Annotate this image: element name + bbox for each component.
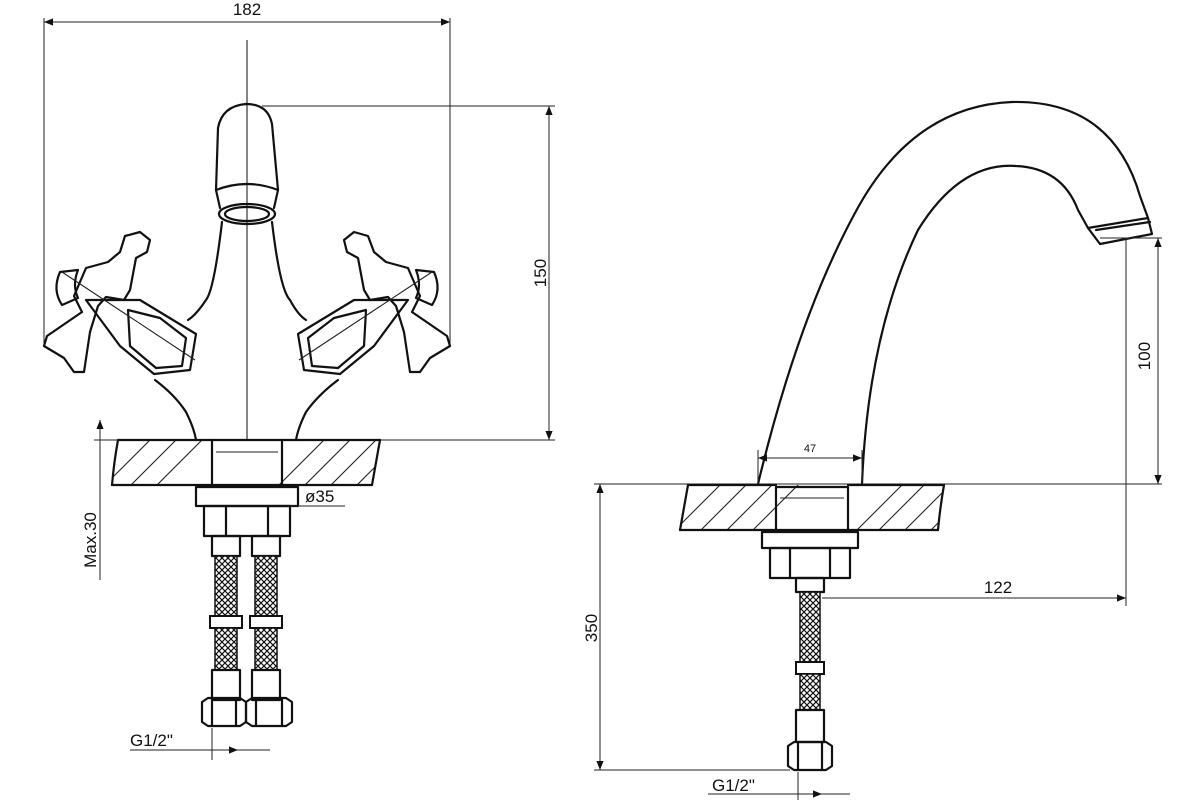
spout-height-label: 100 [1135,342,1154,370]
side-view: 47 100 [582,100,1162,800]
thread-left-label: G1/2" [130,731,173,750]
curved-spout [756,100,1154,486]
left-hoses [200,534,294,728]
dimension-thread-right: G1/2" [708,772,850,800]
max-thickness-label: Max.30 [81,512,100,568]
dimension-spout-reach: 122 [822,238,1127,606]
left-lock-nut [194,485,300,538]
dimension-overall-width: 182 [43,0,451,345]
dimension-hose-length: 350 [582,484,790,771]
right-mounting-slab [678,483,946,532]
spout-head [214,102,280,226]
left-cross-handle [42,230,198,376]
dimension-shank-diameter: ø35 [290,487,345,507]
overall-width-label: 182 [233,0,261,19]
shank-diameter-label: ø35 [305,487,334,506]
mixer-body [153,220,340,442]
right-lock-nut [760,530,860,594]
spout-reach-label: 122 [984,578,1012,597]
spout-base-label: 47 [804,443,816,455]
dimension-spout-height: 100 [1100,237,1162,484]
dimension-overall-height: 150 [262,105,555,441]
hose-length-label: 350 [582,614,601,642]
dimension-thread-left: G1/2" [130,728,270,760]
thread-right-label: G1/2" [712,776,755,795]
dimension-spout-base: 47 [757,443,863,484]
right-cross-handle [296,230,452,376]
overall-height-label: 150 [531,259,550,287]
front-view: 182 150 [42,0,555,760]
dimension-max-thickness: Max.30 [81,420,118,580]
right-hose [786,591,834,772]
